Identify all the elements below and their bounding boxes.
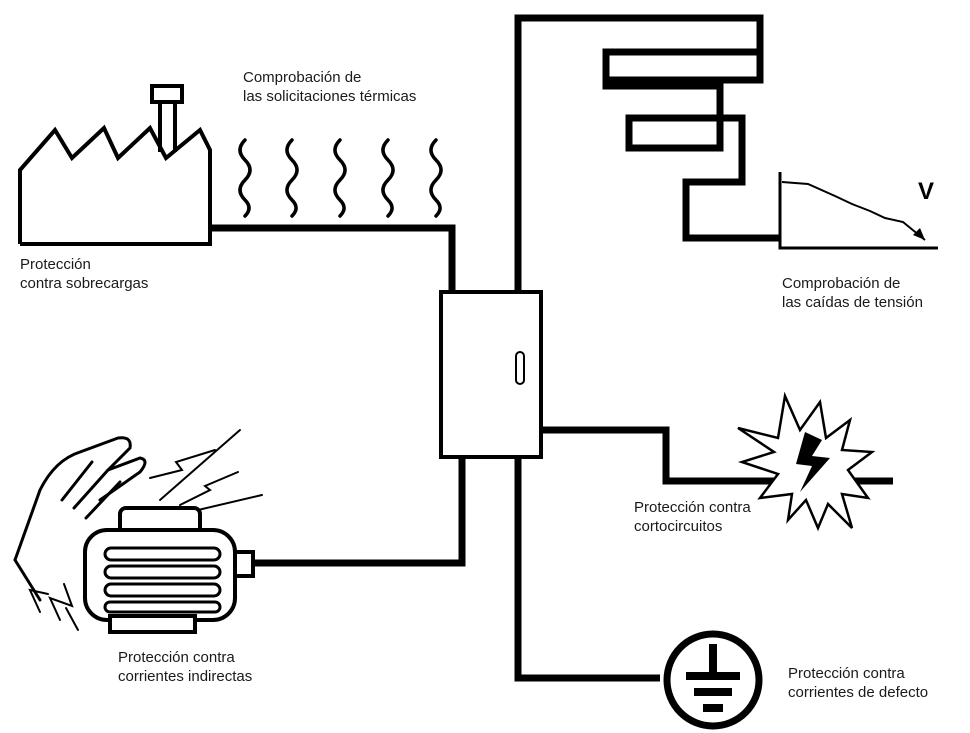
hand-icon [13, 436, 147, 602]
wire-to-heater-coil [514, 14, 764, 292]
label-short-circuit-protection: Protección contra cortocircuitos [634, 498, 751, 536]
discharge-lines-icon [28, 429, 263, 631]
label-fault-line2: corrientes de defecto [788, 684, 929, 701]
label-indirect-line1: Protección contra [118, 649, 235, 666]
spark-icon [737, 391, 876, 532]
label-short-circuit-line2: cortocircuitos [634, 518, 723, 535]
factory-icon [18, 84, 212, 246]
label-indirect-line2: corrientes indirectas [118, 668, 253, 685]
label-overload-line2: contra sobrecargas [20, 275, 149, 292]
label-voltage-line2: las caídas de tensión [782, 294, 923, 311]
distribution-board [439, 290, 543, 459]
label-voltage-line1: Comprobación de [782, 275, 901, 292]
wire-to-ground [514, 455, 660, 682]
voltage-symbol: V [918, 178, 935, 205]
label-thermal-line2: las solicitaciones térmicas [243, 88, 417, 105]
voltage-drop-graph-icon [778, 172, 938, 250]
motor-icon [83, 506, 255, 634]
label-overload-line1: Protección [20, 256, 91, 273]
ground-symbol-icon [663, 630, 763, 730]
wire-to-motor [250, 455, 466, 567]
wires [210, 14, 893, 682]
heat-waves-icon [238, 138, 443, 218]
label-short-circuit-line1: Protección contra [634, 499, 751, 516]
label-indirect-current-protection: Protección contra corrientes indirectas [118, 648, 252, 686]
label-overload-protection: Protección contra sobrecargas [20, 255, 148, 293]
label-thermal-line1: Comprobación de [243, 69, 362, 86]
label-voltage-drop-check: Comprobación de las caídas de tensión [782, 274, 923, 312]
heating-coil [602, 80, 780, 242]
wire-to-factory [210, 224, 456, 295]
label-thermal-check: Comprobación de las solicitaciones térmi… [243, 68, 416, 106]
label-fault-current-protection: Protección contra corrientes de defecto [788, 664, 928, 702]
label-fault-line1: Protección contra [788, 665, 905, 682]
